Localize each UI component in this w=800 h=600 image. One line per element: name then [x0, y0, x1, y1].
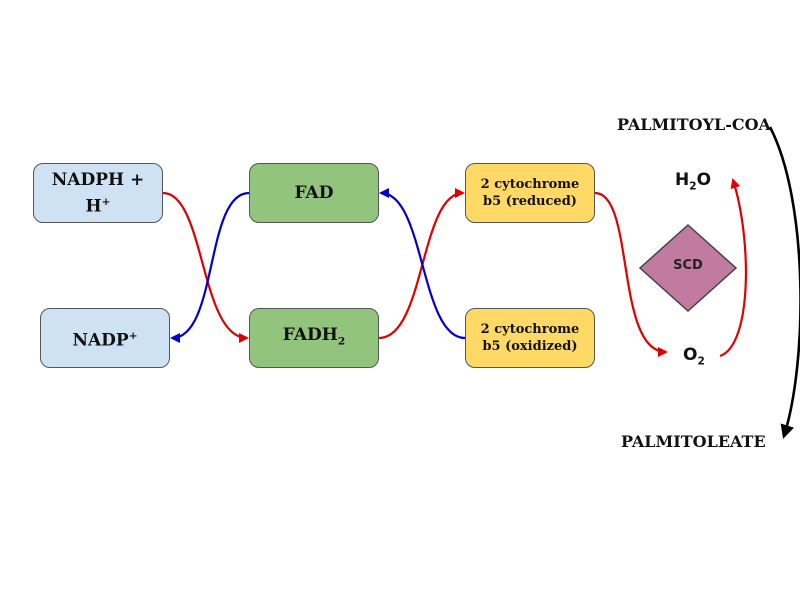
cyt-reduced-line1: 2 cytochrome [480, 177, 580, 192]
nadp-sup: + [128, 329, 138, 342]
arrow-nadph-to-fadh2 [162, 191, 249, 343]
arrow-fadh2-to-cyt-reduced [378, 188, 465, 340]
nadph-node: NADPH + H+ [33, 163, 163, 223]
nadp-label: NADP+ [72, 325, 137, 352]
palmitoyl-coa-label: PALMITOYL-COA [617, 115, 771, 134]
h2o-sub: 2 [689, 180, 697, 193]
h2o-h: H [675, 170, 690, 190]
h-plus-base: H [85, 196, 102, 217]
arrow-cyt-oxidized-to-fad [379, 188, 466, 340]
o2-o: O [683, 345, 698, 365]
h2o-o: O [696, 170, 712, 190]
cyt-oxidized-line2: b5 (oxidized) [482, 339, 578, 354]
cytochrome-oxidized-node: 2 cytochrome b5 (oxidized) [465, 308, 595, 368]
fadh2-node: FADH2 [249, 308, 379, 368]
arrow-fad-to-nadp [170, 191, 250, 343]
fadh-base: FADH [282, 324, 338, 345]
fadh-sub: 2 [337, 335, 346, 348]
arrow-o2-to-h2o [719, 178, 747, 358]
arrow-cyt-reduced-to-o2 [594, 191, 668, 357]
o2-sub: 2 [697, 355, 705, 368]
fad-node: FAD [249, 163, 379, 223]
nadp-node: NADP+ [40, 308, 170, 368]
o2-label: O2 [683, 345, 705, 367]
palmitoleate-label: PALMITOLEATE [621, 432, 766, 451]
scd-label: SCD [673, 258, 703, 273]
scd-enzyme-diamond [638, 223, 738, 313]
h2o-label: H2O [675, 170, 711, 192]
fadh2-label: FADH2 [283, 324, 345, 352]
nadp-base: NADP [72, 330, 129, 351]
nadph-label-line1: NADPH + [51, 169, 145, 190]
cyt-reduced-line2: b5 (reduced) [483, 194, 577, 209]
fad-label: FAD [294, 183, 334, 203]
h-plus-sup: + [101, 195, 111, 208]
cyt-oxidized-line1: 2 cytochrome [480, 322, 580, 337]
arrow-palmitoyl-to-palmitoleate [768, 126, 800, 439]
cytochrome-reduced-node: 2 cytochrome b5 (reduced) [465, 163, 595, 223]
nadph-label-line2: H+ [52, 191, 144, 218]
